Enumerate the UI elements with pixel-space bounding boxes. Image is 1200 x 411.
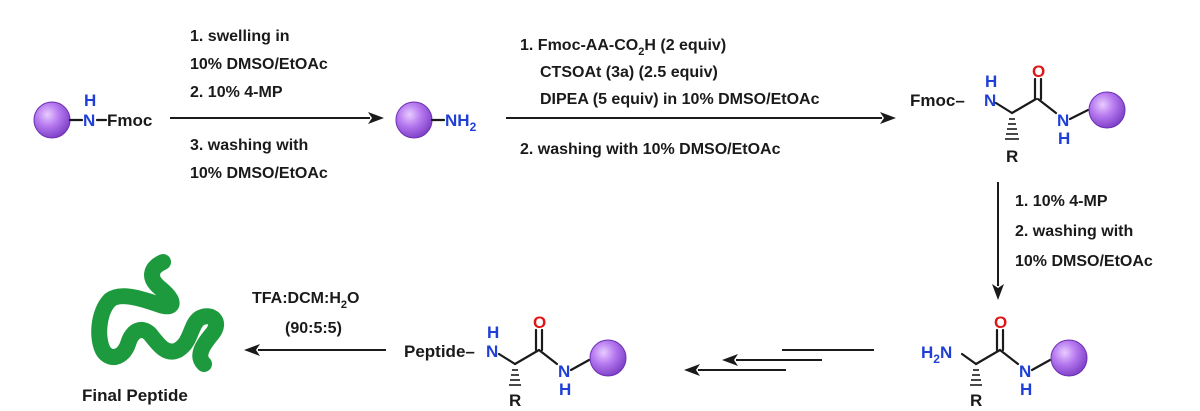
bond <box>513 348 541 366</box>
bond <box>974 348 1002 366</box>
amine-h: H <box>921 343 933 362</box>
hydrogen-atom: H <box>487 323 499 342</box>
fmoc-group-label: Fmoc <box>107 111 152 130</box>
condition-text: 10% DMSO/EtOAc <box>190 165 328 182</box>
condition-text: DIPEA (5 equiv) in 10% DMSO/EtOAc <box>540 91 820 108</box>
bond <box>1036 97 1058 115</box>
condition-text: 2. washing with <box>1015 223 1133 240</box>
resin-bead-icon <box>33 101 71 139</box>
oxygen-atom: O <box>994 313 1007 332</box>
r-group-label: R <box>1006 147 1018 166</box>
final-peptide-label: Final Peptide <box>82 386 188 405</box>
step2-conditions: 1. Fmoc-AA-CO2H (2 equiv) CTSOAt (3a) (2… <box>520 37 820 158</box>
condition-text: 1. swelling in <box>190 28 290 45</box>
compound-fmoc-aa-resin: Fmoc– N H R O N H <box>910 62 1126 166</box>
arrow-head-icon <box>684 364 700 376</box>
peptide-label: Peptide– <box>404 342 475 361</box>
compound-resin-nhfmoc: N H Fmoc <box>33 91 152 139</box>
oxygen-atom: O <box>533 313 546 332</box>
reaction-arrow-1 <box>170 112 384 124</box>
condition-text: 10% DMSO/EtOAc <box>1015 253 1153 270</box>
condition-text: 1. Fmoc-AA-CO2H (2 equiv) <box>520 37 726 58</box>
arrow-head-icon <box>368 112 384 124</box>
resin-bead-icon <box>1088 91 1126 129</box>
condition-part: H (2 equiv) <box>644 37 726 54</box>
resin-bead-icon <box>395 101 433 139</box>
step3-conditions: 1. 10% 4-MP 2. washing with 10% DMSO/EtO… <box>1015 193 1153 270</box>
bond <box>960 352 978 366</box>
arrow-head-icon <box>880 112 896 124</box>
amine-label: H2N <box>921 343 952 366</box>
condition-part: O <box>347 290 359 307</box>
bond <box>1030 358 1052 372</box>
fmoc-group-label: Fmoc– <box>910 91 965 110</box>
bond <box>497 352 517 366</box>
reaction-arrow-3 <box>992 182 1004 300</box>
nitrogen-atom: N <box>984 91 996 110</box>
r-group-label: R <box>970 391 982 410</box>
reaction-arrow-2 <box>506 112 896 124</box>
nitrogen-atom: N <box>83 111 95 130</box>
condition-text: 1. 10% 4-MP <box>1015 193 1108 210</box>
final-peptide: Final Peptide <box>82 254 225 405</box>
condition-text: 3. washing with <box>190 137 308 154</box>
hydrogen-atom: H <box>1058 129 1070 148</box>
hashed-stereo-bond <box>509 369 521 386</box>
condition-part: 1. Fmoc-AA-CO <box>520 37 638 54</box>
condition-part: TFA:DCM:H <box>252 290 341 307</box>
condition-text: CTSOAt (3a) (2.5 equiv) <box>540 64 718 81</box>
nitrogen-atom: N <box>1057 111 1069 130</box>
arrow-head-icon <box>244 344 260 356</box>
hydrogen-atom: H <box>1020 380 1032 399</box>
amine-nh: NH <box>445 111 470 130</box>
reaction-arrow-5 <box>244 344 386 356</box>
condition-text: 2. 10% 4-MP <box>190 84 283 101</box>
hashed-stereo-bond <box>1005 118 1019 140</box>
condition-text: (90:5:5) <box>285 320 342 337</box>
nitrogen-atom: N <box>486 342 498 361</box>
bond <box>1068 108 1090 121</box>
condition-text: 2. washing with 10% DMSO/EtOAc <box>520 141 781 158</box>
step5-conditions: TFA:DCM:H2O (90:5:5) <box>252 290 359 337</box>
bond <box>1010 97 1038 115</box>
condition-text: 10% DMSO/EtOAc <box>190 56 328 73</box>
amine-n: N <box>940 343 952 362</box>
bond <box>994 101 1014 115</box>
amine-subscript: 2 <box>470 120 477 134</box>
bond <box>998 348 1020 366</box>
condition-subscript: 2 <box>638 46 644 58</box>
bond <box>569 358 591 372</box>
oxygen-atom: O <box>1032 62 1045 81</box>
r-group-label: R <box>509 391 521 410</box>
resin-bead-icon <box>1050 339 1088 377</box>
reaction-arrow-4-repeat <box>684 349 874 376</box>
condition-text: TFA:DCM:H2O <box>252 290 359 311</box>
nitrogen-atom: N <box>1019 362 1031 381</box>
compound-resin-nh2: NH2 <box>395 101 477 139</box>
nitrogen-atom: N <box>558 362 570 381</box>
compound-h2n-aa-resin: H2N R O N H <box>921 313 1088 410</box>
hydrogen-atom: H <box>559 380 571 399</box>
arrow-head-icon <box>992 284 1004 300</box>
condition-subscript: 2 <box>341 299 347 311</box>
bond <box>537 348 559 366</box>
amine-label: NH2 <box>445 111 477 134</box>
step1-conditions: 1. swelling in 10% DMSO/EtOAc 2. 10% 4-M… <box>190 28 328 182</box>
resin-bead-icon <box>589 339 627 377</box>
compound-peptide-aa-resin: Peptide– N H R O N H <box>404 313 627 410</box>
hydrogen-atom: H <box>84 91 96 110</box>
hashed-stereo-bond <box>970 369 982 386</box>
arrow-head-icon <box>722 354 738 366</box>
peptide-chain-icon <box>91 254 225 372</box>
amine-subscript: 2 <box>933 352 940 366</box>
hydrogen-atom: H <box>985 72 997 91</box>
